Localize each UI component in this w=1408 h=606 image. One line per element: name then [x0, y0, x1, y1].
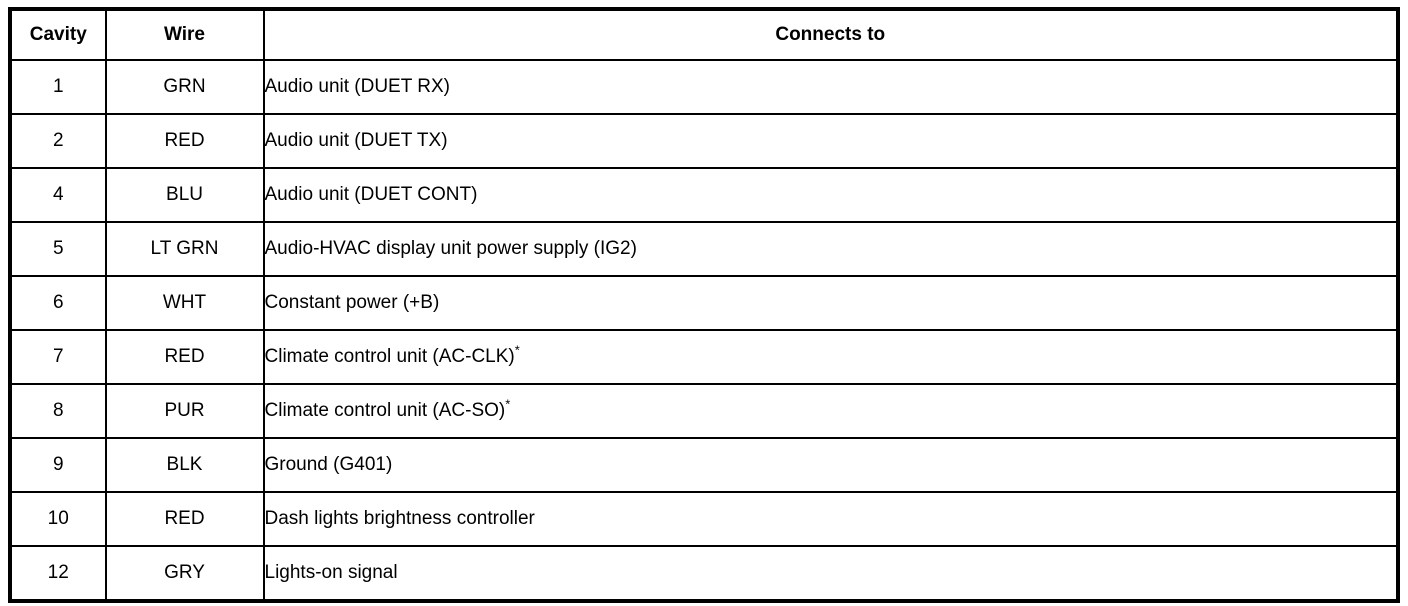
- cavity-cell: 2: [9, 113, 107, 169]
- connects-to-cell: Audio unit (DUET CONT): [262, 167, 1399, 223]
- connects-to-text: Climate control unit (AC-CLK): [264, 345, 515, 367]
- connector-pinout-table: Cavity Wire Connects to 1 GRN Audio unit…: [8, 7, 1400, 603]
- connects-to-text: Lights-on signal: [264, 561, 398, 583]
- cavity-cell: 10: [9, 491, 107, 547]
- connects-to-cell: Audio unit (DUET TX): [262, 113, 1399, 169]
- table-row: 2 RED Audio unit (DUET TX): [9, 113, 1399, 169]
- connects-to-cell: Audio unit (DUET RX): [262, 59, 1399, 115]
- wire-color-cell: WHT: [104, 275, 265, 331]
- column-header-wire: Wire: [104, 8, 265, 61]
- table-row: 8 PUR Climate control unit (AC-SO)*: [9, 383, 1399, 439]
- wire-color-cell: LT GRN: [104, 221, 265, 277]
- table-body: 1 GRN Audio unit (DUET RX) 2 RED Audio u…: [9, 59, 1399, 602]
- wire-color-cell: BLK: [104, 437, 265, 493]
- cavity-cell: 12: [9, 545, 107, 602]
- footnote-marker: *: [514, 342, 520, 358]
- connects-to-text: Constant power (+B): [264, 291, 440, 313]
- table-row: 5 LT GRN Audio-HVAC display unit power s…: [9, 221, 1399, 277]
- wire-color-cell: GRN: [104, 59, 265, 115]
- wire-color-cell: RED: [104, 113, 265, 169]
- connects-to-cell: Ground (G401): [262, 437, 1399, 493]
- wire-color-cell: RED: [104, 491, 265, 547]
- connects-to-cell: Climate control unit (AC-SO)*: [262, 383, 1399, 439]
- cavity-cell: 4: [9, 167, 107, 223]
- connects-to-text: Audio unit (DUET RX): [264, 75, 451, 97]
- wire-color-cell: GRY: [104, 545, 265, 602]
- connects-to-text: Dash lights brightness controller: [264, 507, 535, 529]
- cavity-cell: 8: [9, 383, 107, 439]
- connects-to-text: Climate control unit (AC-SO): [264, 399, 506, 421]
- connects-to-cell: Constant power (+B): [262, 275, 1399, 331]
- column-header-cavity: Cavity: [9, 8, 107, 61]
- table-row: 4 BLU Audio unit (DUET CONT): [9, 167, 1399, 223]
- wire-color-cell: BLU: [104, 167, 265, 223]
- table-row: 10 RED Dash lights brightness controller: [9, 491, 1399, 547]
- footnote-marker: *: [505, 396, 511, 412]
- wire-color-cell: PUR: [104, 383, 265, 439]
- connects-to-cell: Dash lights brightness controller: [262, 491, 1399, 547]
- cavity-cell: 7: [9, 329, 107, 385]
- table-header-row: Cavity Wire Connects to: [9, 8, 1399, 61]
- wire-color-cell: RED: [104, 329, 265, 385]
- cavity-cell: 5: [9, 221, 107, 277]
- column-header-connects-to: Connects to: [262, 8, 1399, 61]
- table-row: 1 GRN Audio unit (DUET RX): [9, 59, 1399, 115]
- table-row: 7 RED Climate control unit (AC-CLK)*: [9, 329, 1399, 385]
- cavity-cell: 9: [9, 437, 107, 493]
- cavity-cell: 6: [9, 275, 107, 331]
- table-row: 6 WHT Constant power (+B): [9, 275, 1399, 331]
- connects-to-text: Audio unit (DUET TX): [264, 129, 448, 151]
- table-row: 9 BLK Ground (G401): [9, 437, 1399, 493]
- connects-to-cell: Climate control unit (AC-CLK)*: [262, 329, 1399, 385]
- connects-to-text: Audio unit (DUET CONT): [264, 183, 478, 205]
- connects-to-text: Audio-HVAC display unit power supply (IG…: [264, 237, 637, 259]
- connects-to-cell: Lights-on signal: [262, 545, 1399, 602]
- table-row: 12 GRY Lights-on signal: [9, 545, 1399, 602]
- connects-to-cell: Audio-HVAC display unit power supply (IG…: [262, 221, 1399, 277]
- connects-to-text: Ground (G401): [264, 453, 393, 475]
- cavity-cell: 1: [9, 59, 107, 115]
